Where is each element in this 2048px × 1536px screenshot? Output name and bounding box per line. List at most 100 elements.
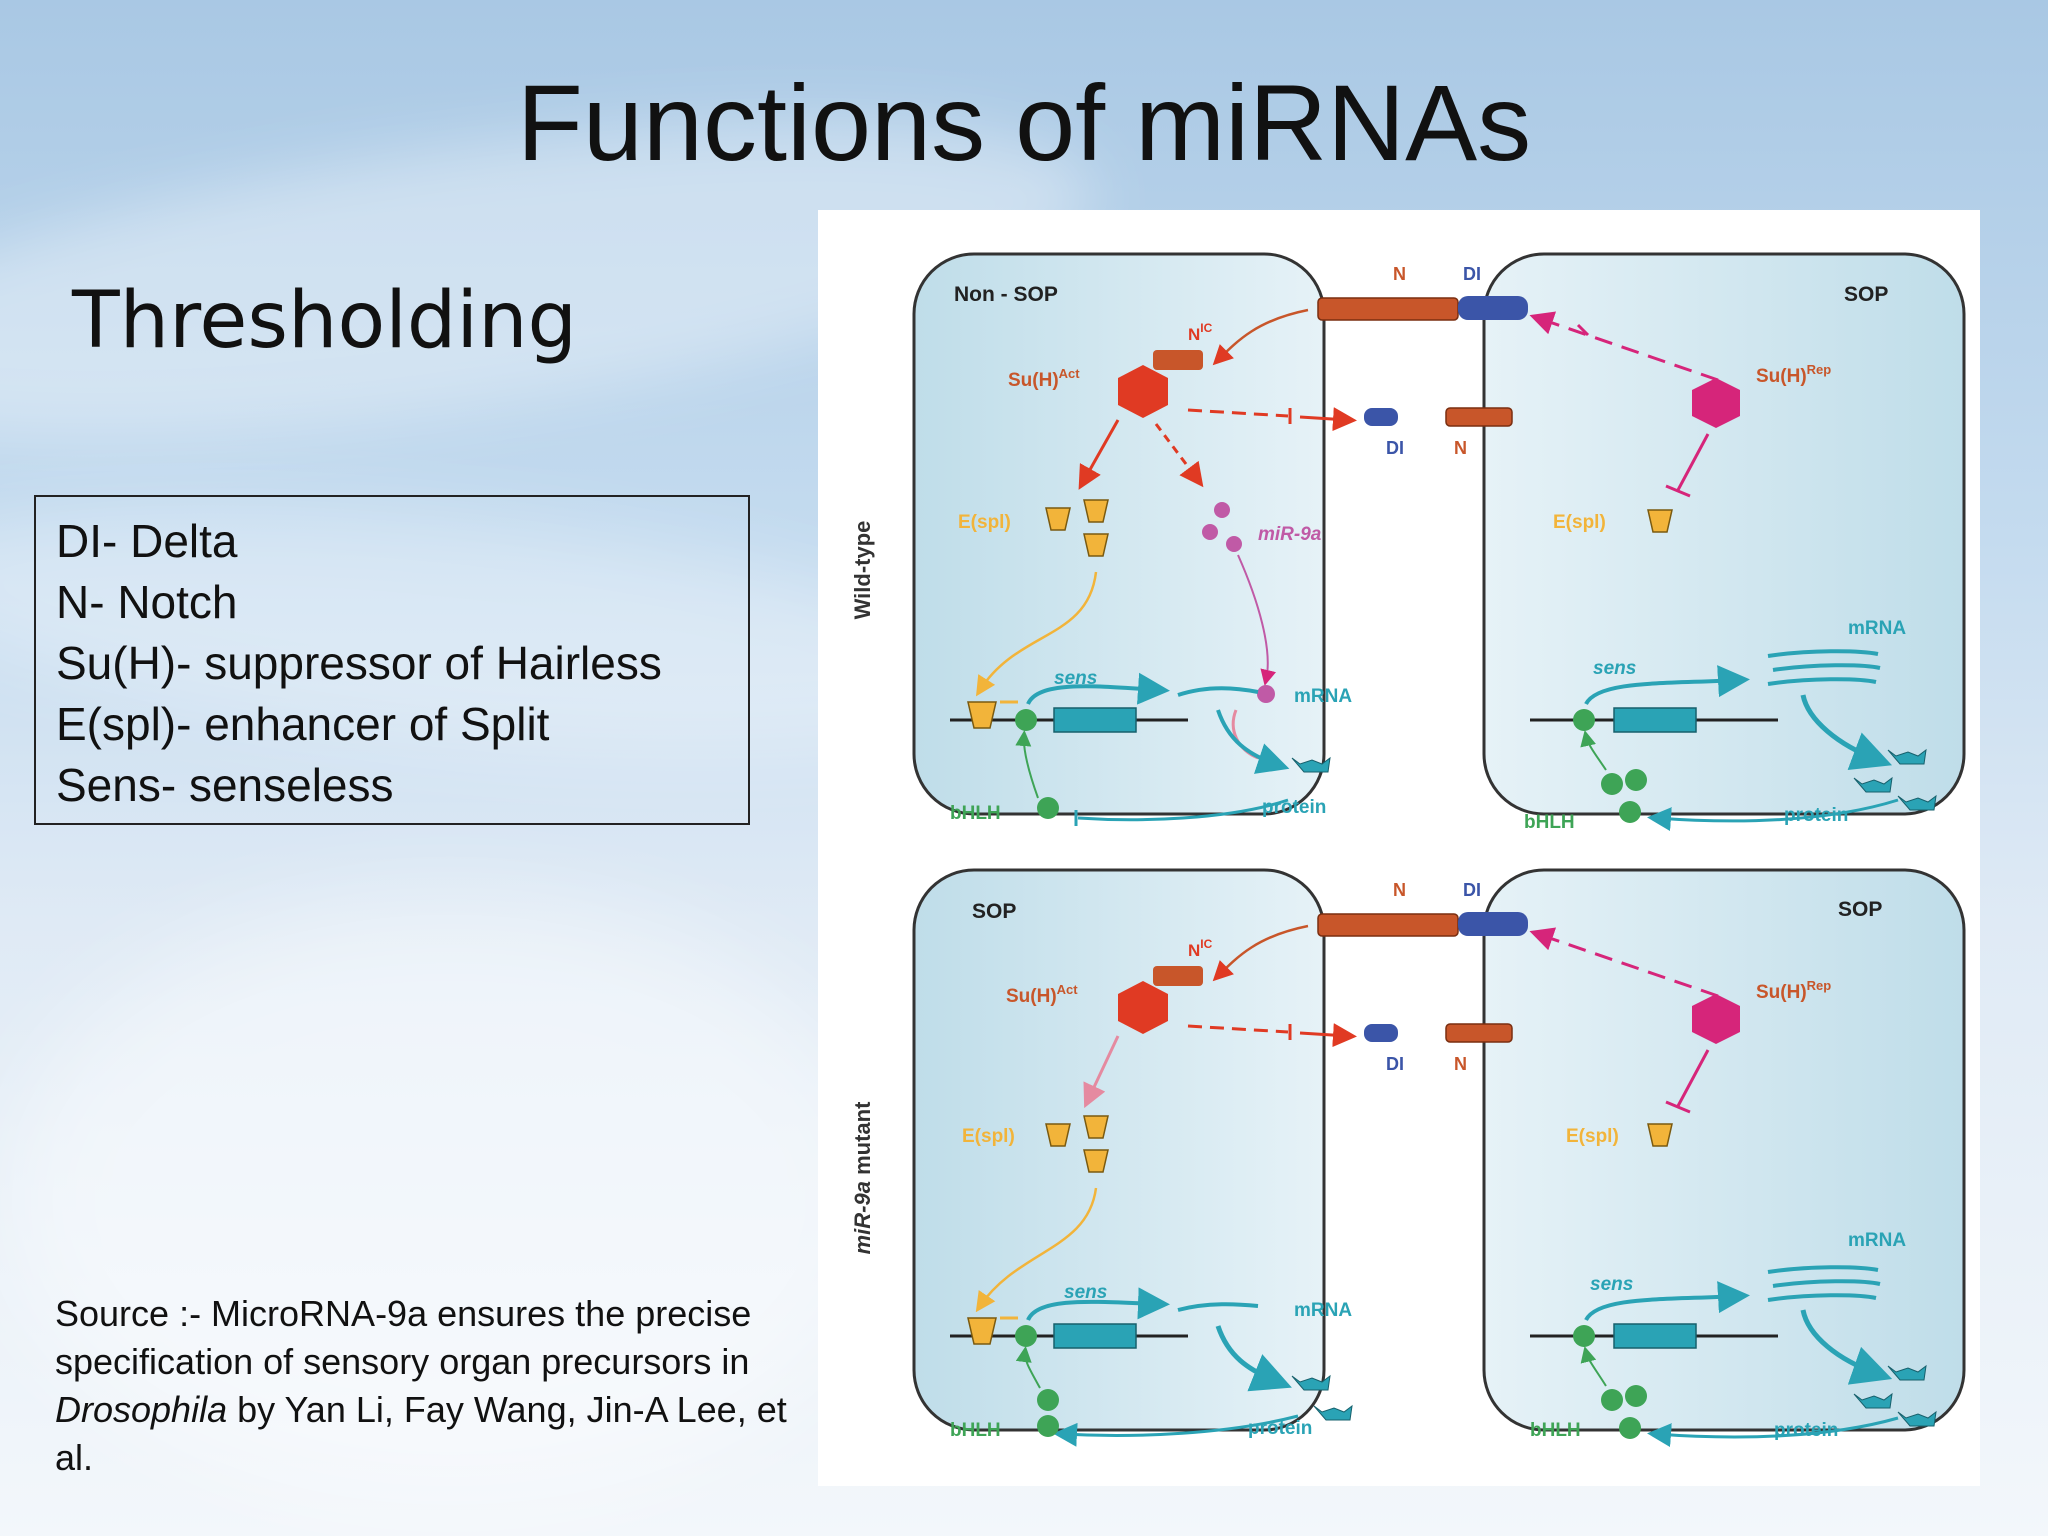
pathway-diagram: Wild-type miR-9a mutant Non - SOP SOP N … xyxy=(850,252,1966,1448)
suh-rep-sup: Rep xyxy=(1807,362,1832,377)
suh-rep-to-delta xyxy=(1529,927,1719,998)
protein-feedback xyxy=(1053,1414,1299,1447)
translation-arrow xyxy=(1215,1325,1292,1392)
bhlh-protein xyxy=(1619,1417,1641,1439)
suh-act-sup: Act xyxy=(1059,366,1081,381)
protein-feedback xyxy=(1647,798,1899,832)
slide-title: Functions of miRNAs xyxy=(516,62,1532,183)
espl-repression-arrow xyxy=(975,571,1098,697)
sens-label: sens xyxy=(1064,1282,1107,1303)
bhlh-bound xyxy=(1015,709,1037,731)
espl-protein xyxy=(1045,507,1071,531)
suh-act-label: Su(H)Act xyxy=(1008,366,1080,391)
suh-rep-label: Su(H)Rep xyxy=(1756,362,1831,387)
cell-sop xyxy=(1482,252,1966,816)
notch-label: N xyxy=(1393,880,1406,900)
suh-act-sup: Act xyxy=(1057,982,1079,997)
espl-protein xyxy=(1083,533,1109,557)
bhlh-label: bHLH xyxy=(950,803,1001,824)
source-text: Source :- MicroRNA-9a ensures the precis… xyxy=(55,1293,752,1382)
legend-item-espl: E(spl)- enhancer of Split xyxy=(56,698,550,750)
mrna-label: mRNA xyxy=(1848,618,1906,639)
espl-repression-arrow xyxy=(975,1187,1098,1313)
suh-act-text: Su(H) xyxy=(1006,986,1057,1007)
nic-label-sup: IC xyxy=(1200,321,1212,335)
nic-cleavage-arrow xyxy=(1212,924,1309,982)
row-label-mutant-mir: miR-9a xyxy=(850,1181,875,1254)
suh-rep-text: Su(H) xyxy=(1756,366,1807,387)
nic-label: NIC xyxy=(1188,937,1213,960)
bhlh-binding-arrow xyxy=(1015,730,1039,799)
sens-protein xyxy=(1291,1374,1353,1421)
background-glow xyxy=(0,900,900,1500)
bhlh-bound xyxy=(1573,709,1595,731)
repression-arrow xyxy=(1187,408,1289,418)
sens-gene xyxy=(1613,707,1697,733)
bhlh-protein xyxy=(1037,797,1059,819)
espl-label: E(spl) xyxy=(1553,512,1606,533)
transcription-arrow xyxy=(1584,665,1750,706)
translation-arrow xyxy=(1800,694,1893,770)
notch-receptor xyxy=(1445,1023,1513,1043)
mrna-strand xyxy=(1767,1293,1877,1302)
mrna-strand xyxy=(1767,677,1877,686)
rep-bar xyxy=(1576,323,1590,337)
notch-label: N xyxy=(1454,1054,1467,1074)
row-label-mutant: miR-9a mutant xyxy=(850,1101,875,1254)
source-citation: Source :- MicroRNA-9a ensures the precis… xyxy=(55,1290,815,1482)
espl-protein xyxy=(1083,1115,1109,1139)
cell-non-sop xyxy=(912,252,1326,816)
legend-item-delta: DI- Delta xyxy=(56,515,238,567)
transcription-arrow xyxy=(1026,672,1170,706)
delta-label: DI xyxy=(1463,264,1481,284)
notch-receptor xyxy=(1317,913,1459,937)
bhlh-protein xyxy=(1619,801,1641,823)
activation-arrow xyxy=(1299,1023,1357,1048)
cell-label-sop: SOP xyxy=(1838,898,1882,921)
delta-ligand xyxy=(1458,912,1528,936)
sens-label: sens xyxy=(1593,658,1636,679)
espl-repression xyxy=(1676,1049,1710,1107)
mir-targeting-arrow xyxy=(1237,554,1277,686)
nic-fragment xyxy=(1153,350,1203,370)
suh-rep-sup: Rep xyxy=(1807,978,1832,993)
sens-gene xyxy=(1053,707,1137,733)
wild-type-row: Non - SOP SOP N DI DI N NIC Su(H)Act E(s… xyxy=(912,252,1966,833)
sens-label: sens xyxy=(1590,1274,1633,1295)
bhlh-binding-arrow xyxy=(1580,1346,1607,1387)
bhlh-protein xyxy=(1625,769,1647,791)
bhlh-protein xyxy=(1037,1389,1059,1411)
espl-label: E(spl) xyxy=(958,512,1011,533)
bhlh-binding-arrow xyxy=(1015,1346,1041,1389)
bhlh-protein xyxy=(1625,1385,1647,1407)
bhlh-protein xyxy=(1037,1415,1059,1437)
mrna-strand xyxy=(1177,686,1259,697)
repression-arrow xyxy=(1187,1024,1289,1034)
nic-cleavage-arrow xyxy=(1212,308,1309,366)
espl-protein xyxy=(1647,1123,1673,1147)
espl-repression-bar xyxy=(1665,1100,1691,1114)
sens-protein xyxy=(1853,1364,1937,1427)
delta-ligand xyxy=(1364,408,1398,426)
abbreviation-legend: DI- Delta N- Notch Su(H)- suppressor of … xyxy=(34,495,750,825)
espl-repression xyxy=(1676,433,1710,491)
espl-protein xyxy=(1647,509,1673,533)
delta-label: DI xyxy=(1463,880,1481,900)
bhlh-label: bHLH xyxy=(1524,812,1575,833)
mrna-strand xyxy=(1767,649,1879,658)
suh-rep-text: Su(H) xyxy=(1756,982,1807,1003)
espl-protein xyxy=(1045,1123,1071,1147)
sens-gene xyxy=(1613,1323,1697,1349)
mir-9a-label: miR-9a xyxy=(1258,524,1322,545)
sens-protein xyxy=(1853,748,1937,811)
mrna-label: mRNA xyxy=(1294,1300,1352,1321)
translation-arrow xyxy=(1800,1309,1893,1385)
suh-to-espl-arrow xyxy=(1078,419,1120,490)
legend-item-notch: N- Notch xyxy=(56,576,238,628)
espl-label: E(spl) xyxy=(1566,1126,1619,1147)
bhlh-binding-arrow xyxy=(1580,730,1607,771)
nic-label-sup: IC xyxy=(1200,937,1212,951)
suh-act-text: Su(H) xyxy=(1008,370,1059,391)
source-authors: by Yan Li, Fay Wang, Jin-A Lee, et al. xyxy=(55,1389,787,1478)
suh-rep-hexagon xyxy=(1692,378,1740,428)
